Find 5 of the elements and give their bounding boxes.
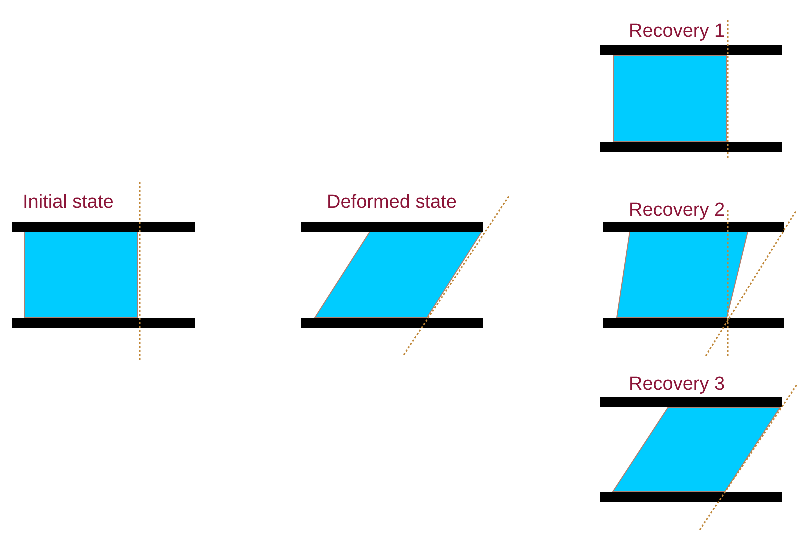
state-title: Recovery 1	[629, 22, 726, 41]
state-title: Initial state	[23, 193, 114, 212]
state-title: Recovery 3	[629, 375, 726, 394]
state-title: Recovery 2	[629, 201, 726, 220]
state-title: Deformed state	[327, 193, 457, 212]
